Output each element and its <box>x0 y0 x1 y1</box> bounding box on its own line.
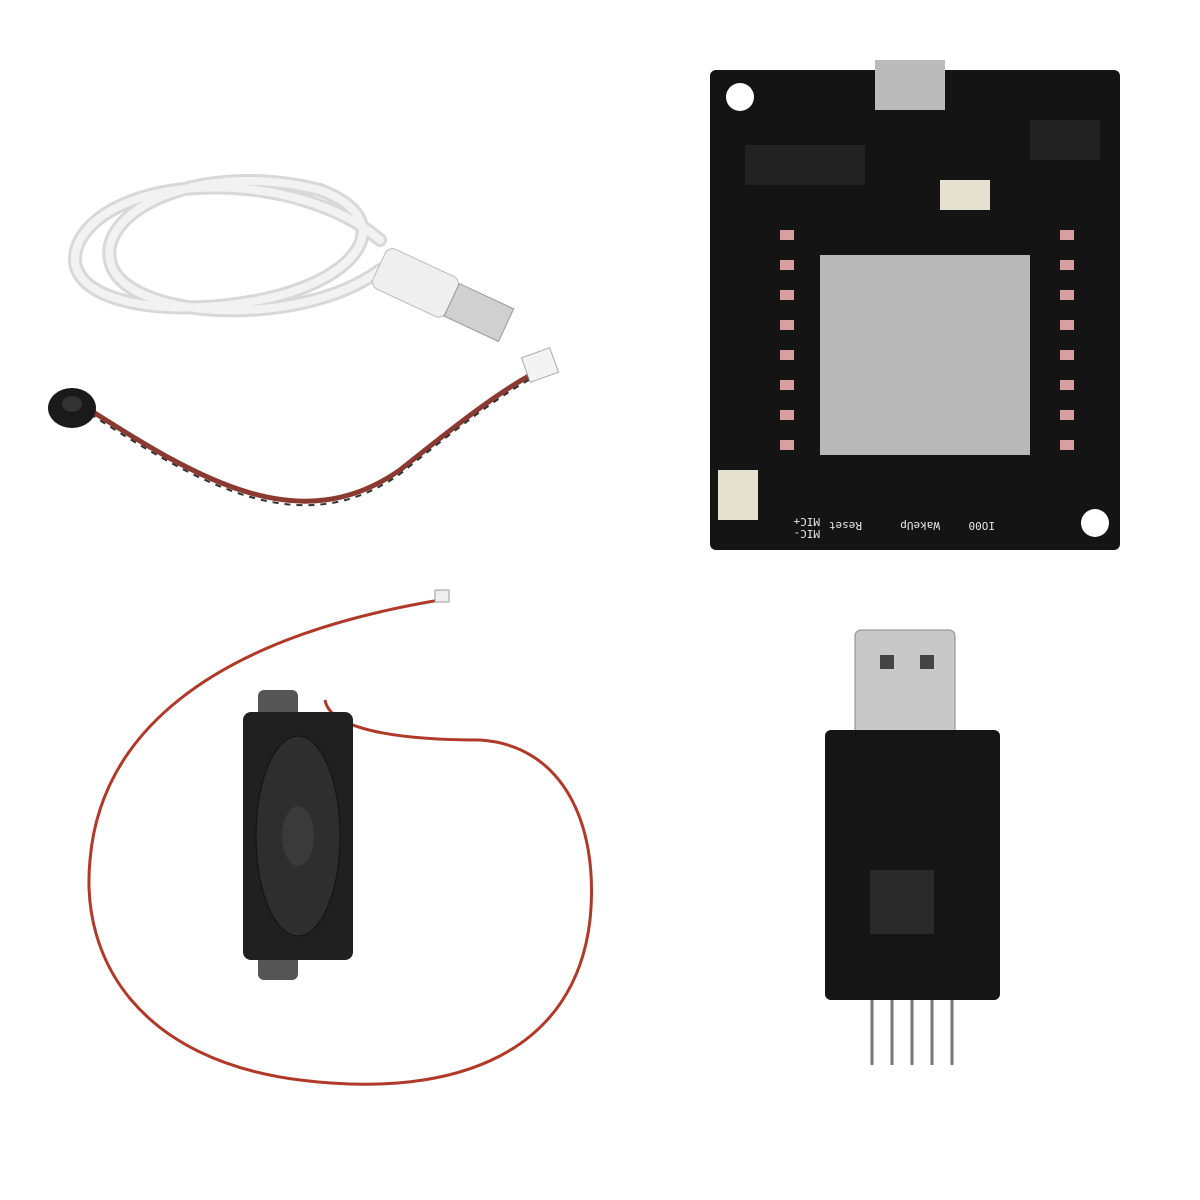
speaker-with-wire <box>87 589 593 1086</box>
dev-board: MIC- MIC+ Reset WakeUp IO00 <box>710 60 1120 550</box>
usb-ttl-adapter <box>825 629 1000 1065</box>
silk-io0: IO00 <box>969 519 996 532</box>
microphone-with-wire <box>48 347 560 507</box>
usb-cable <box>68 174 515 343</box>
silk-mic-minus: MIC- <box>794 527 821 540</box>
silk-wakeup: WakeUp <box>900 519 940 532</box>
silk-reset: Reset <box>829 519 862 532</box>
silk-mic-plus: MIC+ <box>793 515 820 528</box>
